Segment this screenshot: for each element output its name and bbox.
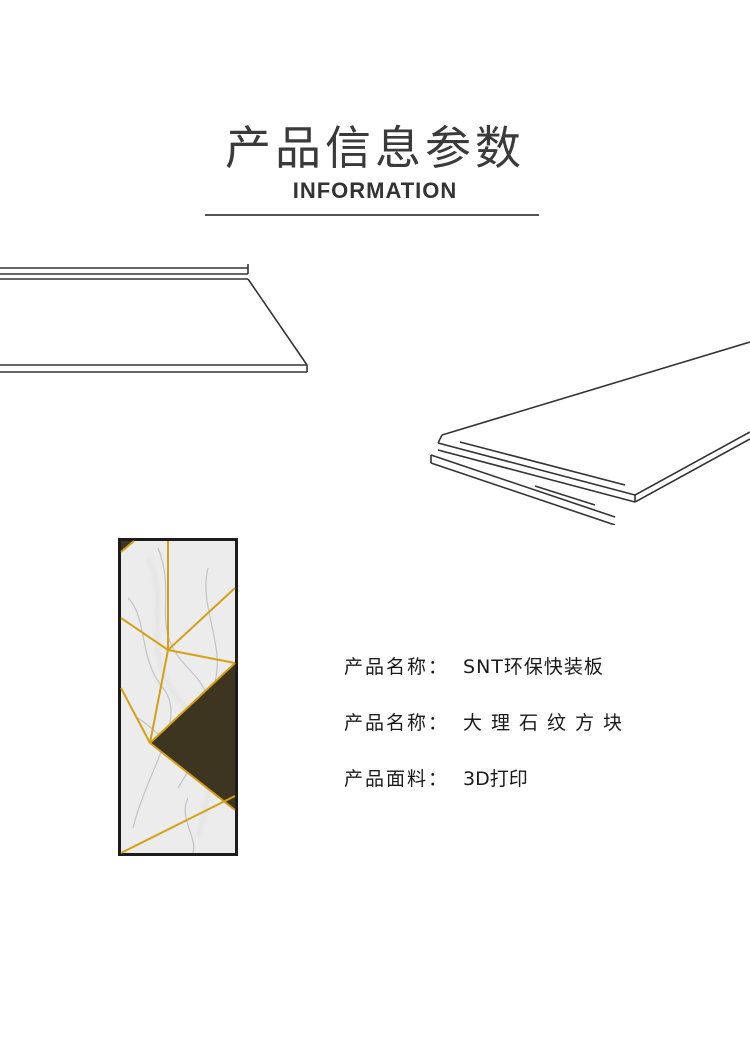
page-subtitle: INFORMATION: [292, 178, 458, 203]
product-image: [118, 538, 238, 856]
title-divider: [205, 214, 539, 216]
info-label: 产品名称：: [344, 712, 450, 734]
info-value: 大理石纹方块: [463, 712, 632, 734]
page-title: 产品信息参数: [225, 121, 525, 175]
info-row-material: 产品面料： 3D打印: [344, 764, 744, 820]
info-label: 产品面料：: [344, 768, 450, 790]
board-sketch-right: [430, 341, 750, 525]
info-row-pattern: 产品名称： 大理石纹方块: [344, 708, 744, 764]
board-sketch-top: [0, 264, 308, 373]
info-label: 产品名称：: [344, 656, 450, 678]
info-value: 3D打印: [463, 768, 528, 790]
info-value: SNT环保快装板: [463, 656, 604, 678]
product-info-list: 产品名称： SNT环保快装板 产品名称： 大理石纹方块 产品面料： 3D打印: [344, 652, 744, 820]
info-row-name: 产品名称： SNT环保快装板: [344, 652, 744, 708]
